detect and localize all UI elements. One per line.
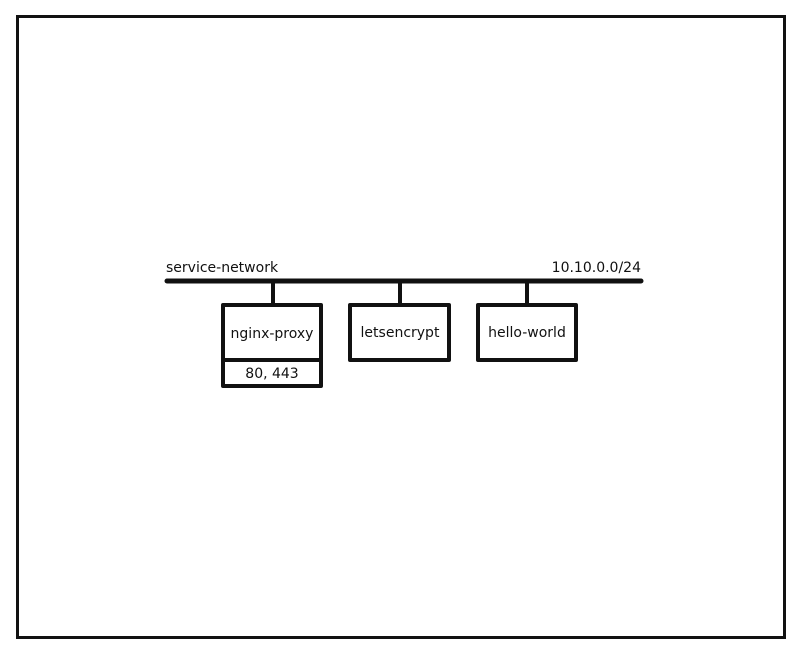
container-ports-label: 80, 443: [245, 366, 298, 382]
network-subnet-label: 10.10.0.0/24: [552, 260, 641, 276]
container-name-label: letsencrypt: [361, 325, 440, 341]
container-box: [348, 303, 451, 362]
container-letsencrypt: letsencrypt: [348, 281, 451, 362]
container-box: [221, 303, 323, 388]
container-name-label: hello-world: [488, 325, 566, 341]
container-name-label: nginx-proxy: [231, 326, 314, 342]
container-box: [476, 303, 578, 362]
network-name-label: service-network: [166, 260, 279, 276]
container-nginx-proxy: nginx-proxy 80, 443: [221, 281, 323, 388]
container-hello-world: hello-world: [476, 281, 578, 362]
